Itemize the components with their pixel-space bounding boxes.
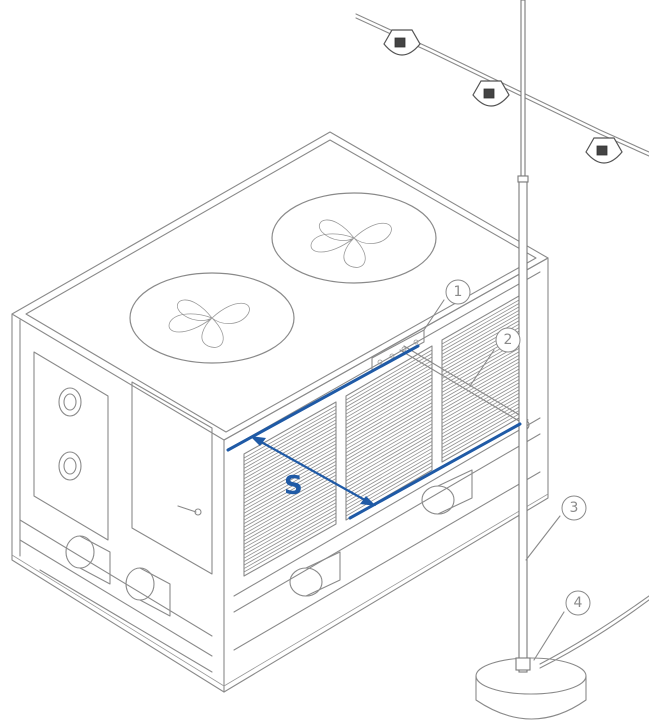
dimension-marker: S — [226, 344, 522, 520]
callout-4: 4 — [533, 590, 591, 661]
weighted-base — [475, 657, 587, 720]
callout-1: 1 — [423, 279, 471, 331]
control-panel — [33, 351, 109, 541]
fan-motor — [65, 535, 111, 585]
callout-number: 3 — [570, 500, 579, 516]
condensing-unit — [11, 131, 549, 693]
pole — [517, 0, 529, 673]
coil-grille — [345, 349, 433, 517]
callout-3: 3 — [525, 495, 587, 561]
fan-guard — [129, 272, 295, 364]
callout-number: 4 — [574, 595, 583, 611]
callout-number: 2 — [504, 332, 513, 348]
coil-grille — [243, 405, 337, 573]
power-cable — [539, 595, 649, 669]
porthole — [58, 387, 82, 417]
hanging-lamp — [472, 80, 510, 107]
coil-grille — [441, 295, 527, 459]
access-door — [131, 381, 213, 575]
callout-2: 2 — [469, 327, 521, 387]
fan-motor — [125, 567, 171, 617]
fan-guard — [271, 192, 437, 284]
hanging-lamp — [383, 29, 421, 56]
fan-motor — [421, 469, 473, 515]
wall-bracket — [371, 329, 425, 371]
callout-number: 1 — [454, 284, 463, 300]
dimension-label-s: S — [284, 471, 303, 501]
hanging-lamp — [585, 137, 623, 164]
porthole — [58, 451, 82, 481]
